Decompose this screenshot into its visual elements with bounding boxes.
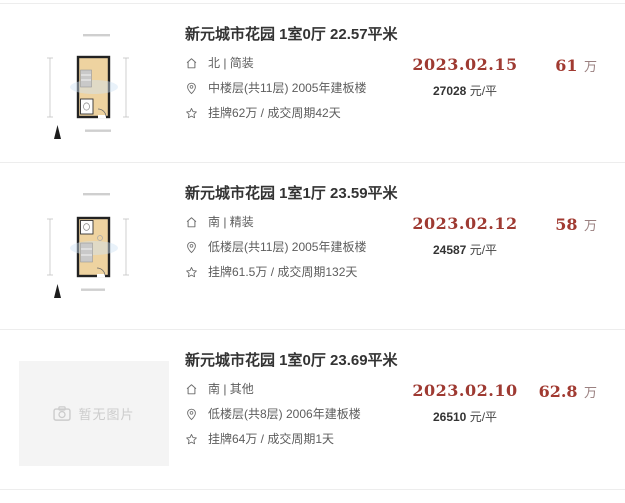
unit-price-suffix: 元/平 (469, 410, 498, 424)
home-icon (186, 57, 197, 68)
unit-price-suffix: 元/平 (469, 84, 498, 98)
total-price: 58 万 (535, 215, 597, 235)
deal-date: 2023.02.15 (412, 55, 518, 74)
floor-text: 中楼层(共11层) 2005年建板楼 (208, 81, 367, 95)
unit-price-suffix: 元/平 (469, 243, 498, 257)
compass-icon (54, 125, 61, 139)
unit-price-value: 24587 (432, 243, 467, 257)
deal-date: 2023.02.10 (412, 381, 518, 400)
unit-price-value: 26510 (432, 410, 467, 424)
total-price-unit: 万 (583, 385, 597, 400)
orientation-row: 北 | 简装 (185, 56, 395, 70)
history-row: 挂牌61.5万 / 成交周期132天 (185, 265, 395, 279)
orientation-row: 南 | 精装 (185, 215, 395, 229)
home-icon (186, 383, 197, 394)
history-row: 挂牌64万 / 成交周期1天 (185, 432, 395, 446)
unit-price-value: 27028 (432, 84, 467, 98)
orientation-text: 南 | 其他 (208, 382, 254, 396)
history-text: 挂牌64万 / 成交周期1天 (208, 432, 335, 446)
deal-listing-list: 新元城市花园 1室0厅 22.57平米 北 | 简装 中楼层(共11层) 200… (0, 3, 625, 490)
total-price: 61 万 (535, 56, 597, 76)
total-price-value: 58 (555, 215, 578, 234)
orientation-row: 南 | 其他 (185, 382, 395, 396)
orientation-text: 南 | 精装 (208, 215, 254, 229)
floor-row: 中楼层(共11层) 2005年建板楼 (185, 81, 395, 95)
listing-info: 新元城市花园 1室0厅 22.57平米 北 | 简装 中楼层(共11层) 200… (185, 24, 398, 120)
no-image-label: 暂无图片 (78, 407, 135, 422)
no-image-placeholder[interactable]: 暂无图片 (19, 361, 169, 466)
floor-text: 低楼层(共8层) 2006年建板楼 (208, 407, 361, 421)
total-price: 62.8 万 (535, 382, 597, 402)
total-price-unit: 万 (583, 218, 597, 233)
listing-title[interactable]: 新元城市花园 1室1厅 23.59平米 (185, 185, 398, 202)
total-price-unit: 万 (583, 59, 597, 74)
floorplan-image[interactable] (19, 188, 169, 303)
orientation-text: 北 | 简装 (208, 56, 254, 70)
listing-title[interactable]: 新元城市花园 1室0厅 22.57平米 (185, 26, 398, 43)
star-icon (186, 107, 197, 118)
listing-info: 新元城市花园 1室0厅 23.69平米 南 | 其他 低楼层(共8层) 2006… (185, 350, 398, 446)
deal-meta: 2023.02.15 27028 元/平 (395, 56, 535, 99)
deal-meta: 2023.02.10 26510 元/平 (395, 382, 535, 425)
floor-text: 低楼层(共11层) 2005年建板楼 (208, 240, 367, 254)
unit-price: 27028 元/平 (395, 82, 535, 99)
total-price-value: 62.8 (538, 382, 578, 401)
listing-card[interactable]: 新元城市花园 1室0厅 22.57平米 北 | 简装 中楼层(共11层) 200… (0, 3, 625, 163)
deal-date: 2023.02.12 (412, 214, 518, 233)
floorplan-drawing (47, 34, 129, 139)
camera-icon (53, 406, 72, 421)
location-icon (187, 241, 196, 253)
history-row: 挂牌62万 / 成交周期42天 (185, 106, 395, 120)
location-icon (187, 82, 196, 94)
floorplan-drawing (47, 193, 129, 298)
star-icon (186, 266, 197, 277)
star-icon (186, 433, 197, 444)
history-text: 挂牌62万 / 成交周期42天 (208, 106, 341, 120)
listing-media: 暂无图片 (19, 355, 169, 466)
listing-card[interactable]: 暂无图片 新元城市花园 1室0厅 23.69平米 南 | 其他 低楼层(共8层)… (0, 330, 625, 490)
listing-info: 新元城市花园 1室1厅 23.59平米 南 | 精装 低楼层(共11层) 200… (185, 183, 398, 279)
unit-price: 24587 元/平 (395, 241, 535, 258)
home-icon (186, 216, 197, 227)
floor-row: 低楼层(共8层) 2006年建板楼 (185, 407, 395, 421)
floorplan-image[interactable] (19, 29, 169, 144)
history-text: 挂牌61.5万 / 成交周期132天 (208, 265, 358, 279)
deal-meta: 2023.02.12 24587 元/平 (395, 215, 535, 258)
compass-icon (54, 284, 61, 298)
listing-card[interactable]: 新元城市花园 1室1厅 23.59平米 南 | 精装 低楼层(共11层) 200… (0, 163, 625, 330)
floor-row: 低楼层(共11层) 2005年建板楼 (185, 240, 395, 254)
location-icon (187, 408, 196, 420)
unit-price: 26510 元/平 (395, 408, 535, 425)
total-price-value: 61 (555, 56, 578, 75)
listing-title[interactable]: 新元城市花园 1室0厅 23.69平米 (185, 352, 398, 369)
